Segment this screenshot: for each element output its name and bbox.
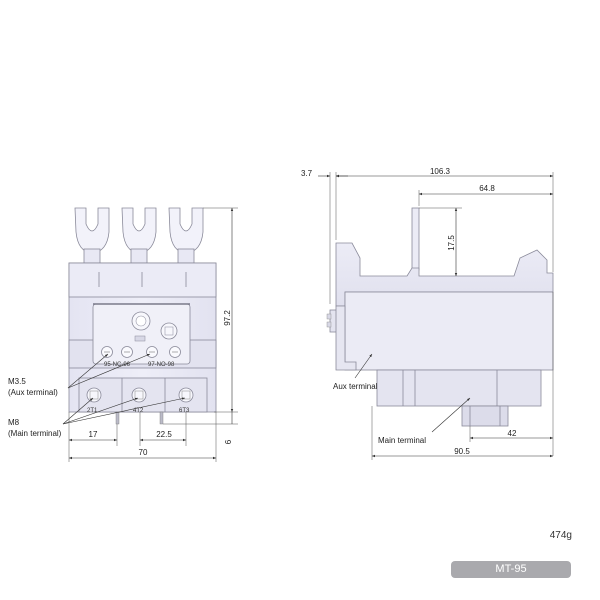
side-aux-terminal-label: Aux terminal bbox=[333, 382, 378, 391]
dim-side-overall-bottom: 90.5 bbox=[371, 406, 553, 460]
side-tab-height-value: 17.5 bbox=[447, 235, 456, 251]
total-width-value: 70 bbox=[139, 448, 148, 457]
side-overall-top-value: 106.3 bbox=[430, 167, 451, 176]
dim-right-spacing: 22.5 bbox=[139, 412, 187, 446]
side-overall-bottom-value: 90.5 bbox=[454, 447, 470, 456]
fork-terminal-right bbox=[168, 207, 204, 264]
aux-terminal-size-label: M3.5 bbox=[8, 377, 26, 386]
main-terminal-label-2: 4T2 bbox=[133, 408, 144, 414]
reset-button-icon bbox=[160, 322, 178, 340]
main-terminal-size-label: M8 bbox=[8, 418, 20, 427]
side-main-terminal-label: Main terminal bbox=[378, 436, 426, 445]
main-leader-line bbox=[431, 397, 471, 433]
front-callout-leaders bbox=[62, 353, 186, 425]
dim-terminal-pitch: 17 bbox=[68, 412, 118, 462]
nc-contact-label: 95-NC-96 bbox=[104, 362, 131, 368]
side-top-tab bbox=[411, 207, 420, 271]
dim-side-right-offset: 42 bbox=[469, 292, 554, 456]
aux-terminal-screws bbox=[101, 346, 181, 358]
dim-front-bottom-offset: 6 bbox=[163, 412, 238, 444]
front-upper-band bbox=[68, 262, 217, 298]
fork-terminal-middle bbox=[121, 207, 157, 264]
side-upper-right-value: 64.8 bbox=[479, 184, 495, 193]
dim-side-overall-top: 106.3 bbox=[336, 167, 554, 272]
side-lower-block bbox=[376, 369, 542, 407]
front-view: 95-NC-96 97-NO-98 2T1 4T2 6T3 M3.5 ( bbox=[8, 207, 238, 462]
side-right-offset-value: 42 bbox=[508, 429, 517, 438]
product-weight: 474g bbox=[549, 530, 572, 541]
model-name: MT-95 bbox=[495, 563, 527, 575]
right-spacing-value: 22.5 bbox=[156, 430, 172, 439]
side-terminal-lug bbox=[461, 405, 509, 427]
front-height-value: 97.2 bbox=[223, 310, 232, 326]
side-offset-left-value: 3.7 bbox=[301, 169, 313, 178]
main-terminal-label-1: 2T1 bbox=[87, 408, 98, 414]
main-terminal-desc-label: (Main terminal) bbox=[8, 429, 62, 438]
no-contact-label: 97-NO-98 bbox=[148, 362, 175, 368]
side-view: Aux terminal Main terminal 3.7 106.3 64.… bbox=[301, 167, 554, 460]
front-bottom-offset-value: 6 bbox=[224, 439, 233, 444]
terminal-pitch-value: 17 bbox=[89, 430, 98, 439]
dim-side-tab-height: 17.5 bbox=[419, 207, 462, 276]
aux-leader-line bbox=[354, 353, 373, 379]
aux-terminal-desc-label: (Aux terminal) bbox=[8, 388, 58, 397]
model-badge: MT-95 bbox=[451, 561, 571, 578]
side-middle-body bbox=[344, 291, 554, 371]
fork-terminal-left bbox=[74, 207, 110, 264]
dim-front-height: 97.2 bbox=[203, 207, 238, 413]
dim-side-upper-right: 64.8 bbox=[418, 184, 553, 206]
dim-total-width: 70 bbox=[69, 412, 217, 462]
main-terminal-label-3: 6T3 bbox=[179, 408, 190, 414]
